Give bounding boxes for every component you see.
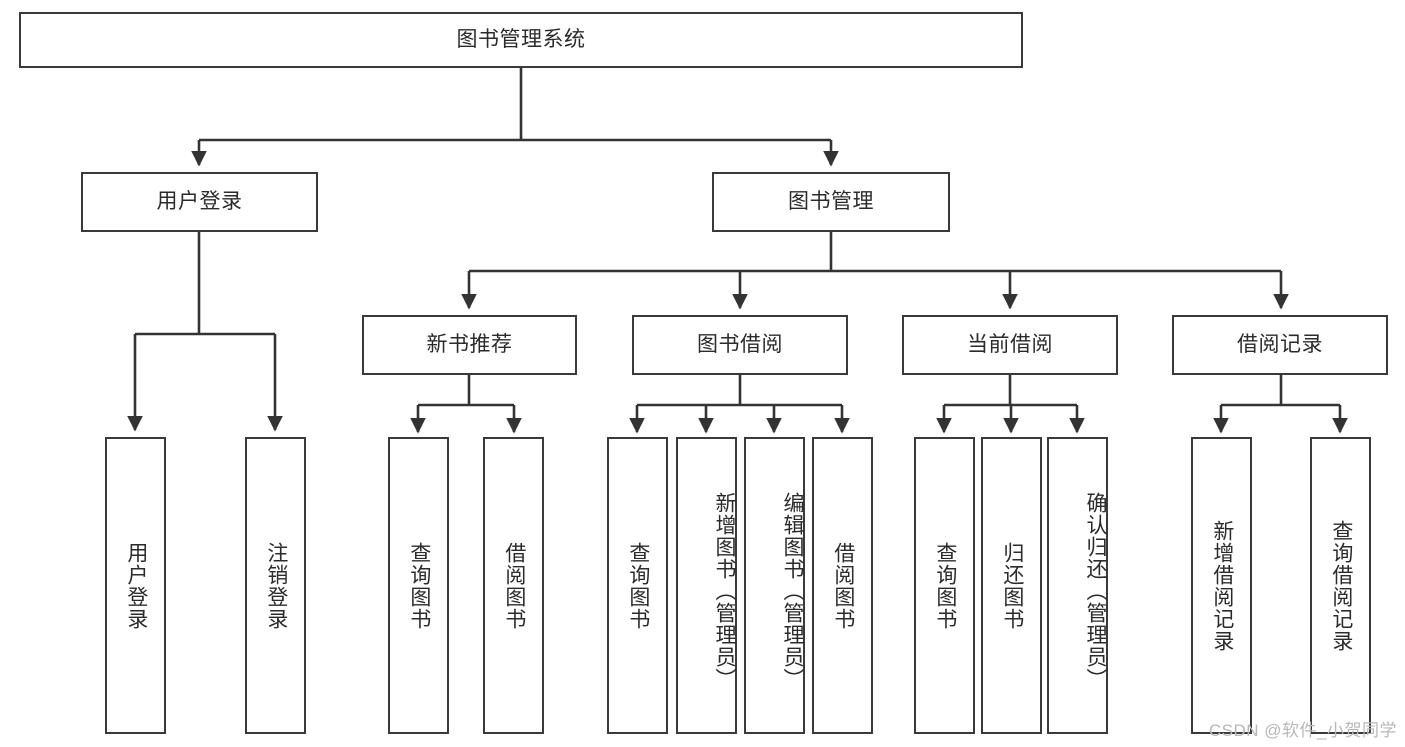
leaf-user-login-signout[interactable]: 注销登录 xyxy=(245,437,306,734)
leaf-book-borrow-borrow-book[interactable]: 借阅图书 xyxy=(812,437,873,734)
leaf-book-borrow-query-book[interactable]: 查询图书 xyxy=(607,437,668,734)
leaf-new-book-query-book[interactable]: 查询图书 xyxy=(388,437,449,734)
node-current-borrow[interactable]: 当前借阅 xyxy=(902,315,1118,375)
leaf-book-borrow-edit-book-admin[interactable]: 编辑图书（管理员） xyxy=(744,437,805,734)
leaf-book-borrow-add-book-admin[interactable]: 新增图书（管理员） xyxy=(676,437,737,734)
leaf-borrow-record-add-record[interactable]: 新增借阅记录 xyxy=(1191,437,1252,734)
leaf-current-borrow-return-book[interactable]: 归还图书 xyxy=(981,437,1042,734)
node-book-management[interactable]: 图书管理 xyxy=(712,172,950,232)
leaf-current-borrow-query-book[interactable]: 查询图书 xyxy=(914,437,975,734)
node-book-borrow[interactable]: 图书借阅 xyxy=(632,315,848,375)
node-user-login[interactable]: 用户登录 xyxy=(81,172,318,232)
leaf-user-login-signin[interactable]: 用户登录 xyxy=(105,437,166,734)
node-borrow-record[interactable]: 借阅记录 xyxy=(1172,315,1388,375)
watermark-text: CSDN @软件_小贺同学 xyxy=(1208,721,1397,740)
leaf-borrow-record-query-record[interactable]: 查询借阅记录 xyxy=(1310,437,1371,734)
node-root-system[interactable]: 图书管理系统 xyxy=(19,12,1023,68)
node-new-book-recommend[interactable]: 新书推荐 xyxy=(362,315,577,375)
leaf-current-borrow-confirm-return-admin[interactable]: 确认归还（管理员） xyxy=(1047,437,1108,734)
leaf-new-book-borrow-book[interactable]: 借阅图书 xyxy=(483,437,544,734)
